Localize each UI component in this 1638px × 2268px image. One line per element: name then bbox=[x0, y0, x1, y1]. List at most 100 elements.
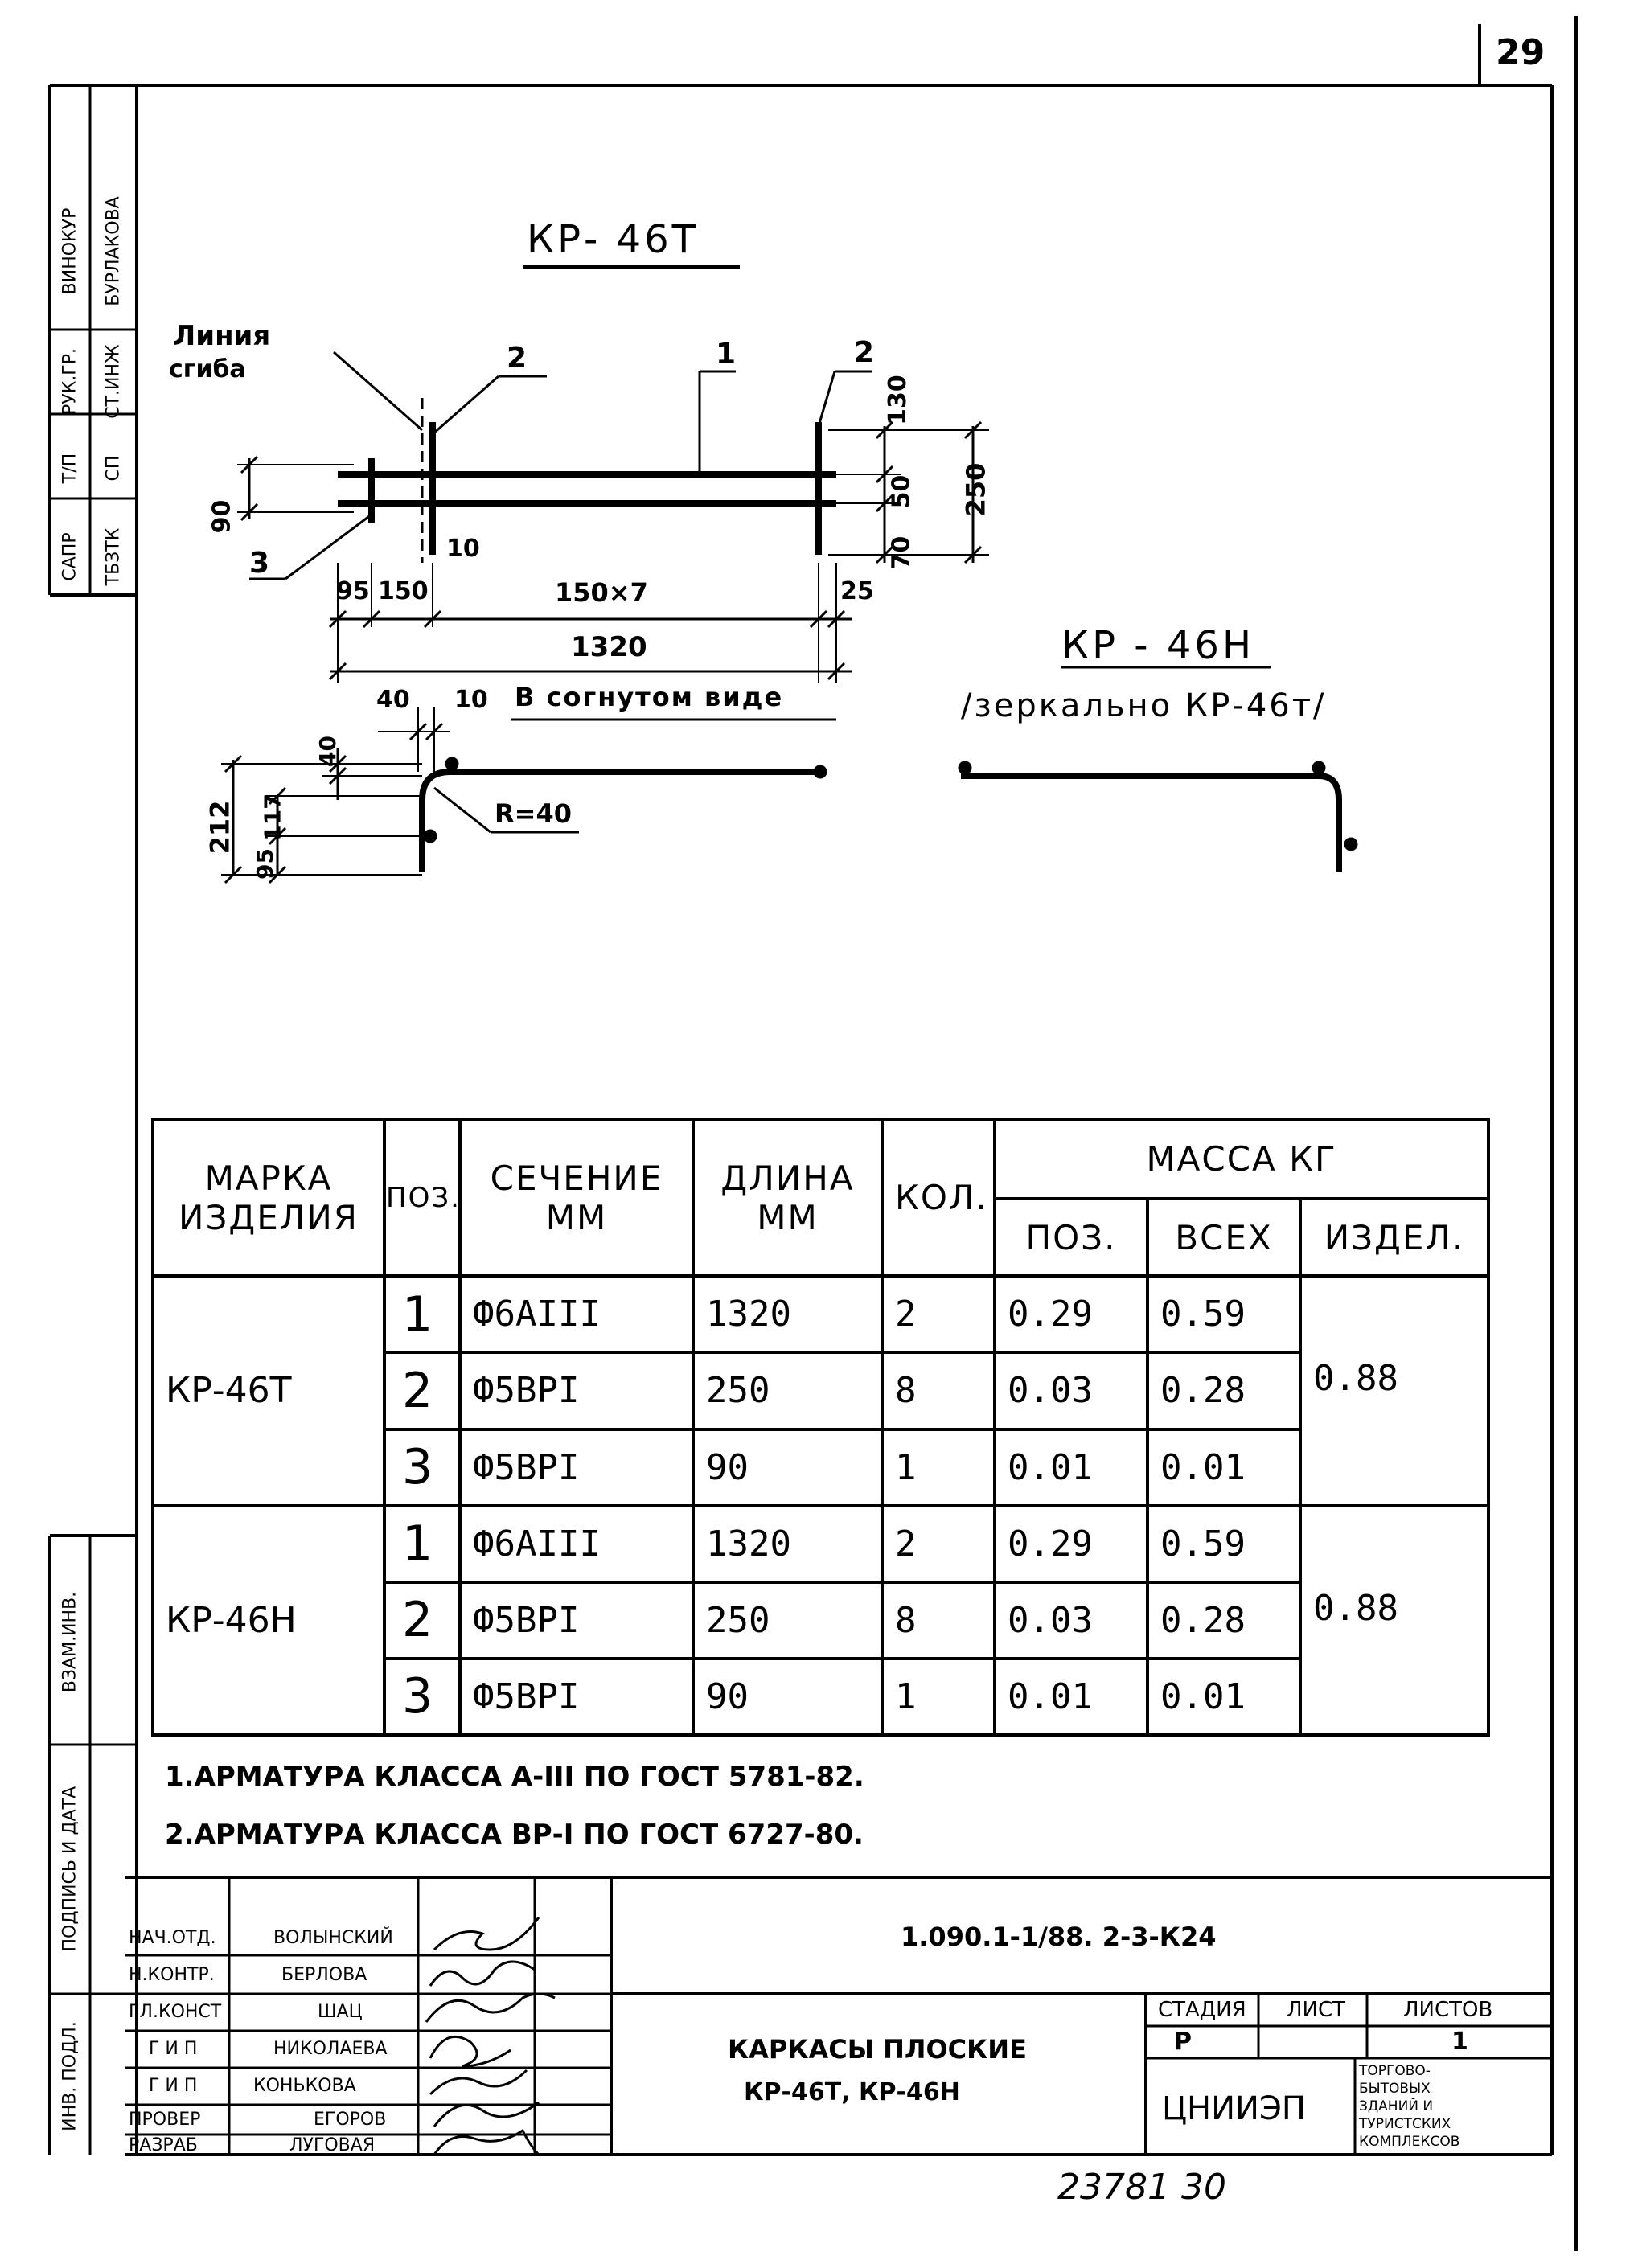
mass-pos-cell: 0.01 bbox=[993, 1427, 1149, 1507]
dim-25: 25 bbox=[840, 577, 874, 605]
staff-name: ЛУГОВАЯ bbox=[289, 2135, 376, 2155]
staff-name: ЕГОРОВ bbox=[314, 2110, 387, 2130]
org-desc-2: БЫТОВЫХ bbox=[1359, 2081, 1431, 2097]
header-pos: ПОЗ. bbox=[383, 1117, 462, 1278]
drawing-title: КР- 46Т bbox=[527, 217, 699, 262]
staff-name: КОНЬКОВА bbox=[253, 2076, 356, 2096]
pos-cell: 2 bbox=[383, 1580, 462, 1660]
note-2: 2.АРМАТУРА КЛАССА ВР-I ПО ГОСТ 6727-80. bbox=[165, 1819, 864, 1851]
length-cell: 90 bbox=[692, 1656, 884, 1737]
qty-cell: 8 bbox=[881, 1351, 996, 1431]
item-mass-cell: 0.88 bbox=[1298, 1274, 1491, 1507]
org-desc-3: ЗДАНИЙ И bbox=[1359, 2098, 1434, 2114]
qty-cell: 2 bbox=[881, 1274, 996, 1355]
staff-name: ШАЦ bbox=[318, 2002, 363, 2022]
qty-cell: 1 bbox=[881, 1427, 996, 1507]
staff-role: Г И П bbox=[149, 2076, 198, 2096]
bent-view-label: В согнутом виде bbox=[515, 682, 784, 712]
dim-95: 95 bbox=[336, 577, 370, 605]
mass-pos-cell: 0.29 bbox=[993, 1503, 1149, 1584]
dim-10b: 10 bbox=[454, 686, 488, 714]
dim-40a: 40 bbox=[376, 686, 410, 714]
header-qty: КОЛ. bbox=[881, 1117, 996, 1278]
mass-pos-cell: 0.01 bbox=[993, 1656, 1149, 1737]
header-mass: МАССА КГ bbox=[992, 1117, 1491, 1201]
length-cell: 90 bbox=[692, 1427, 884, 1507]
pos-cell: 3 bbox=[383, 1656, 462, 1737]
pos-cell: 2 bbox=[383, 1351, 462, 1431]
header-mass-item: ИЗДЕЛ. bbox=[1298, 1197, 1491, 1278]
org-desc-1: ТОРГОВО- bbox=[1359, 2063, 1431, 2079]
note-1: 1.АРМАТУРА КЛАССА А-III ПО ГОСТ 5781-82. bbox=[165, 1761, 864, 1793]
stage-value: Р bbox=[1174, 2028, 1192, 2056]
title-name-line-2: КР-46Т, КР-46Н bbox=[744, 2078, 960, 2106]
org-desc-5: КОМПЛЕКСОВ bbox=[1359, 2134, 1460, 2150]
mirror-note: /зеркально КР-46т/ bbox=[961, 687, 1327, 724]
bend-line-label: Линия bbox=[173, 320, 271, 352]
dim-radius: R=40 bbox=[495, 798, 572, 829]
pos-label-2-right: 2 bbox=[854, 336, 875, 369]
staff-role: ПРОВЕР bbox=[129, 2110, 201, 2130]
qty-cell: 8 bbox=[881, 1580, 996, 1660]
dim-150x7: 150×7 bbox=[555, 577, 648, 608]
mass-all-cell: 0.01 bbox=[1146, 1656, 1302, 1737]
header-mass-all: ВСЕХ bbox=[1146, 1197, 1302, 1278]
sheets-value: 1 bbox=[1451, 2028, 1468, 2056]
org-name: ЦНИИЭП bbox=[1162, 2090, 1306, 2127]
title-name-line-1: КАРКАСЫ ПЛОСКИЕ bbox=[728, 2034, 1027, 2065]
dim-150: 150 bbox=[378, 577, 429, 605]
length-cell: 250 bbox=[692, 1580, 884, 1660]
dim-1320: 1320 bbox=[571, 631, 647, 663]
staff-role: НАЧ.ОТД. bbox=[129, 1928, 216, 1948]
length-cell: 1320 bbox=[692, 1274, 884, 1355]
section-cell: Ф5ВРI bbox=[458, 1656, 695, 1737]
mass-all-cell: 0.28 bbox=[1146, 1580, 1302, 1660]
staff-role: Н.КОНТР. bbox=[129, 1965, 215, 1985]
mass-pos-cell: 0.03 bbox=[993, 1351, 1149, 1431]
table-row: КР-46Н 1 Ф6АIII 1320 2 0.29 0.59 0.88 bbox=[151, 1503, 1491, 1737]
staff-name: НИКОЛАЕВА bbox=[273, 2039, 388, 2059]
pos-cell: 3 bbox=[383, 1427, 462, 1507]
table-row: 3 Ф5ВРI 90 1 0.01 0.01 bbox=[153, 1427, 1488, 1507]
table-row: 3 Ф5ВРI 90 1 0.01 0.01 bbox=[153, 1656, 1488, 1737]
qty-cell: 1 bbox=[881, 1656, 996, 1737]
section-cell: Ф6АIII bbox=[458, 1503, 695, 1584]
mark-cell: КР-46Н bbox=[151, 1503, 386, 1737]
staff-name: БЕРЛОВА bbox=[281, 1965, 367, 1985]
sheets-label: ЛИСТОВ bbox=[1403, 1998, 1493, 2022]
staff-name: ВОЛЫНСКИЙ bbox=[273, 1928, 393, 1948]
doc-code: 1.090.1-1/88. 2-3-К24 bbox=[901, 1921, 1217, 1952]
org-desc-4: ТУРИСТСКИХ bbox=[1359, 2116, 1451, 2132]
pos-cell: 1 bbox=[383, 1503, 462, 1584]
table-row: КР-46Т 1 Ф6АIII 1320 2 0.29 0.59 0.88 bbox=[151, 1274, 1491, 1507]
table-row: 2 Ф5ВРI 250 8 0.03 0.28 bbox=[153, 1580, 1488, 1660]
archive-number: 23781 30 bbox=[1057, 2167, 1226, 2208]
stage-label: СТАДИЯ bbox=[1158, 1998, 1246, 2022]
header-mass-pos: ПОЗ. bbox=[993, 1197, 1149, 1278]
pos-cell: 1 bbox=[383, 1274, 462, 1355]
bent-view bbox=[221, 707, 1358, 884]
section-cell: Ф5ВРI bbox=[458, 1351, 695, 1431]
item-mass-cell: 0.88 bbox=[1298, 1503, 1491, 1737]
sheet-label: ЛИСТ bbox=[1287, 1998, 1346, 2022]
length-cell: 250 bbox=[692, 1351, 884, 1431]
section-cell: Ф5ВРI bbox=[458, 1580, 695, 1660]
bend-line-label-2: сгиба bbox=[169, 355, 246, 383]
staff-role: ГЛ.КОНСТ bbox=[129, 2002, 222, 2022]
mark-cell: КР-46Т bbox=[151, 1274, 386, 1507]
pos-label-3: 3 bbox=[249, 547, 270, 580]
mass-pos-cell: 0.03 bbox=[993, 1580, 1149, 1660]
pos-label-1: 1 bbox=[716, 338, 737, 371]
dim-10: 10 bbox=[446, 535, 480, 563]
page-number: 29 bbox=[1496, 32, 1546, 73]
section-cell: Ф6АIII bbox=[458, 1274, 695, 1355]
mass-pos-cell: 0.29 bbox=[993, 1274, 1149, 1355]
mass-all-cell: 0.01 bbox=[1146, 1427, 1302, 1507]
mass-all-cell: 0.28 bbox=[1146, 1351, 1302, 1431]
qty-cell: 2 bbox=[881, 1503, 996, 1584]
